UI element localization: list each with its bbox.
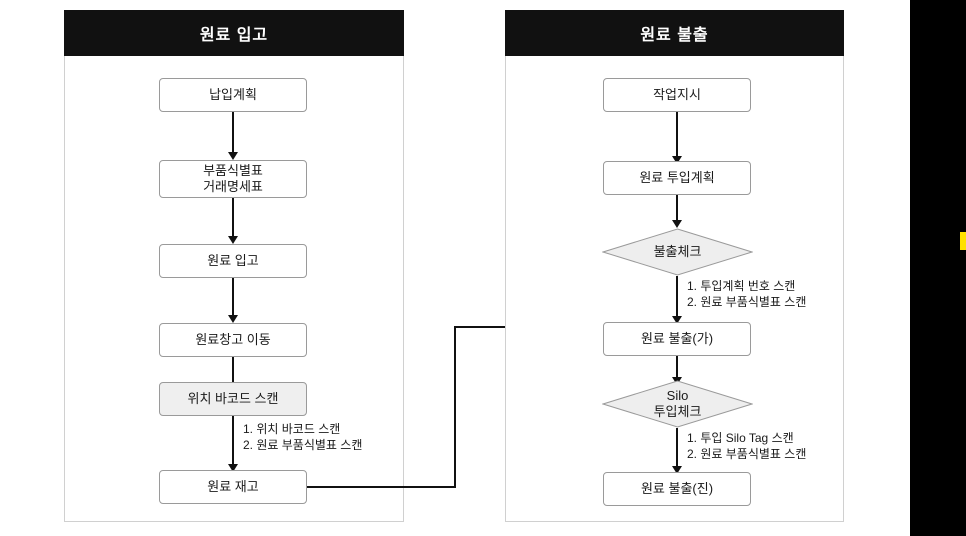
connector-r1-r2 — [676, 112, 678, 156]
annotation-silo-scan-steps: 1. 투입 Silo Tag 스캔 2. 원료 부품식별표 스캔 — [687, 431, 807, 462]
node-wonryo-bulchul-ga[interactable]: 원료 불출(가) — [603, 322, 751, 356]
node-bupum-sikbyeolpyo[interactable]: 부품식별표 거래명세표 — [159, 160, 307, 198]
decision-silo-tuip-check-label: Silo 투입체크 — [653, 388, 702, 419]
connector-l3-l4 — [232, 278, 234, 315]
connector-r5-r6 — [676, 428, 678, 466]
panel-inbound-title: 원료 입고 — [199, 27, 269, 44]
arrowhead-r5-r6-icon — [672, 466, 682, 474]
node-wonryo-changgo-idong[interactable]: 원료창고 이동 — [159, 323, 307, 357]
panel-outbound-title: 원료 불출 — [640, 27, 709, 44]
node-wonryo-tuip-gyehoek[interactable]: 원료 투입계획 — [603, 161, 751, 195]
decision-bulchul-check-label: 불출체크 — [653, 244, 702, 260]
annotation-bulchul-scan-steps: 1. 투입계획 번호 스캔 2. 원료 부품식별표 스캔 — [687, 279, 807, 310]
connector-l4-l5 — [232, 357, 234, 382]
arrowhead-l1-l2-icon — [228, 152, 238, 160]
connector-l1-l2 — [232, 112, 234, 152]
panel-inbound-header: 원료 입고 — [64, 10, 404, 56]
panel-outbound-header: 원료 불출 — [505, 10, 844, 56]
diamond-shape-icon — [602, 380, 753, 428]
node-wonryo-ipgo[interactable]: 원료 입고 — [159, 244, 307, 278]
arrowhead-r2-r3-icon — [672, 220, 682, 228]
decision-silo-tuip-check[interactable]: Silo 투입체크 — [602, 380, 753, 428]
crosslink-segment-vertical — [454, 326, 456, 487]
connector-r2-r3 — [676, 195, 678, 220]
node-jageop-jisi[interactable]: 작업지시 — [603, 78, 751, 112]
annotation-wichi-scan-steps: 1. 위치 바코드 스캔 2. 원료 부품식별표 스캔 — [243, 422, 363, 453]
connector-r3-r4 — [676, 276, 678, 316]
yellow-marker — [960, 232, 966, 250]
arrowhead-l2-l3-icon — [228, 236, 238, 244]
arrowhead-r3-r4-icon — [672, 316, 682, 324]
arrowhead-r1-r2-icon — [672, 156, 682, 164]
connector-l2-l3 — [232, 198, 234, 236]
arrowhead-l3-l4-icon — [228, 315, 238, 323]
arrowhead-l5-l6-icon — [228, 464, 238, 472]
connector-l5-l6 — [232, 416, 234, 464]
right-void-region — [910, 0, 966, 536]
connector-r4-r5 — [676, 356, 678, 377]
node-napip-gyehoek[interactable]: 납입계획 — [159, 78, 307, 112]
node-wonryo-bulchul-jin[interactable]: 원료 불출(진) — [603, 472, 751, 506]
decision-bulchul-check[interactable]: 불출체크 — [602, 228, 753, 276]
diamond-shape-icon — [602, 228, 753, 276]
node-wichi-barcode-scan[interactable]: 위치 바코드 스캔 — [159, 382, 307, 416]
node-wonryo-jaego[interactable]: 원료 재고 — [159, 470, 307, 504]
crosslink-segment-bottom — [307, 486, 456, 488]
